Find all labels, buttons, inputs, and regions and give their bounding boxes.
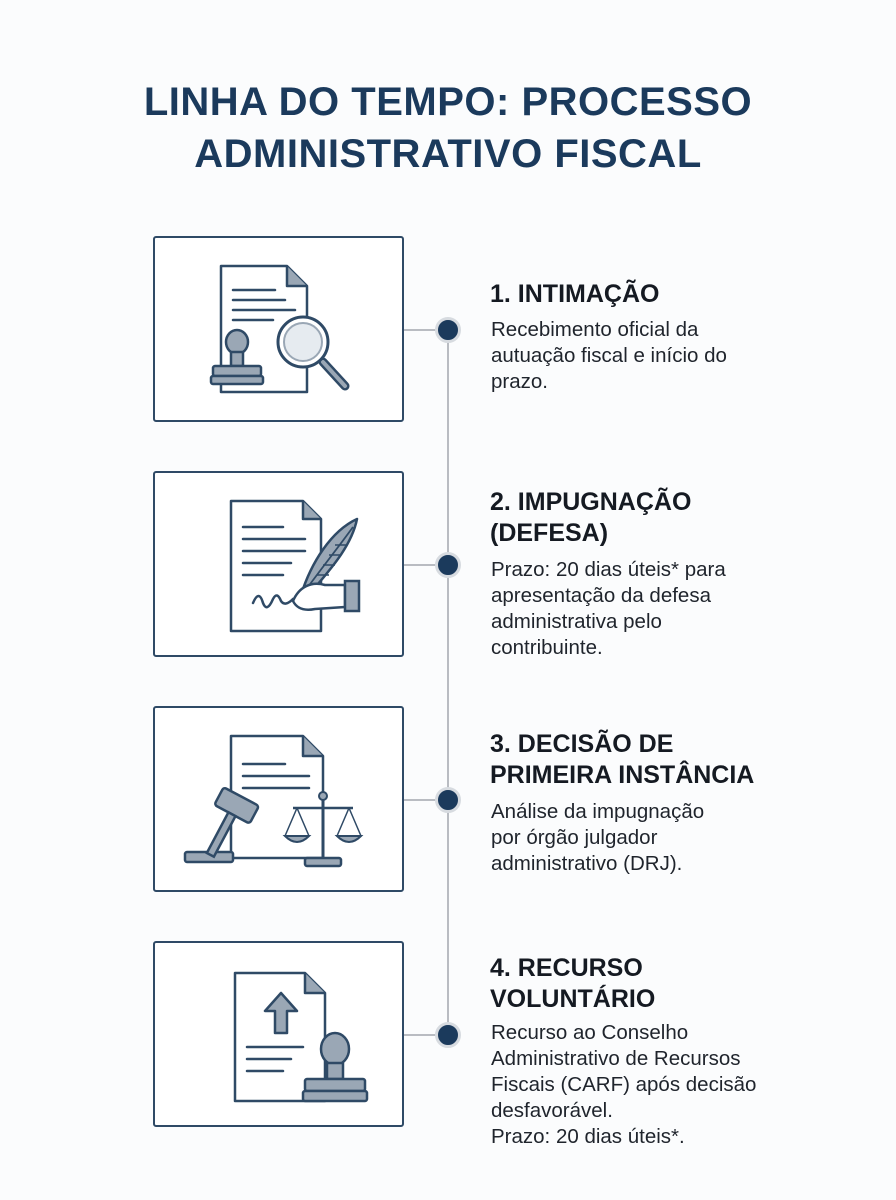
step-2-title: 2. IMPUGNAÇÃO (DEFESA) — [490, 487, 870, 549]
step-4-desc-line: Administrativo de Recursos — [491, 1047, 741, 1070]
timeline-line — [447, 330, 449, 1036]
document-upload-stamp-icon — [233, 971, 369, 1103]
step-1-desc-line: Recebimento oficial da — [491, 318, 699, 341]
step-4-connector — [404, 1034, 447, 1036]
step-2-title-line: 2. IMPUGNAÇÃO — [490, 488, 692, 516]
step-2-desc-line: administrativa pelo — [491, 610, 662, 633]
step-2-marker — [435, 552, 461, 578]
title-line-2: ADMINISTRATIVO FISCAL — [194, 132, 702, 176]
step-2-desc-line: Prazo: 20 dias úteis* para — [491, 558, 726, 581]
step-2-desc-line: contribuinte. — [491, 636, 603, 659]
step-3-desc-line: Análise da impugnação — [491, 800, 705, 823]
step-4-desc-line: Recurso ao Conselho — [491, 1021, 689, 1044]
step-3-connector — [404, 799, 447, 801]
document-gavel-scales-icon — [183, 734, 364, 868]
step-2-description: Prazo: 20 dias úteis* para apresentação … — [491, 557, 876, 661]
page-title: LINHA DO TEMPO: PROCESSO ADMINISTRATIVO … — [0, 76, 896, 180]
step-4-desc-line: Prazo: 20 dias úteis*. — [491, 1125, 685, 1148]
step-3-title-line: PRIMEIRA INSTÂNCIA — [490, 761, 755, 789]
step-3-card — [153, 706, 404, 892]
step-2-card — [153, 471, 404, 657]
step-1-connector — [404, 329, 447, 331]
step-3-title: 3. DECISÃO DE PRIMEIRA INSTÂNCIA — [490, 729, 870, 791]
document-magnifier-stamp-icon — [209, 264, 350, 394]
step-4-title-line: 4. RECURSO — [490, 954, 643, 982]
step-4-title: 4. RECURSO VOLUNTÁRIO — [490, 953, 870, 1015]
step-1-desc-line: autuação fiscal e início do — [491, 344, 727, 367]
step-4-marker — [435, 1022, 461, 1048]
step-2-title-line: (DEFESA) — [490, 519, 609, 547]
step-3-desc-line: administrativo (DRJ). — [491, 852, 683, 875]
step-1-marker — [435, 317, 461, 343]
step-1-card — [153, 236, 404, 422]
step-3-description: Análise da impugnação por órgão julgador… — [491, 799, 876, 877]
step-3-marker — [435, 787, 461, 813]
step-3-title-line: 3. DECISÃO DE — [490, 730, 674, 758]
step-4-description: Recurso ao Conselho Administrativo de Re… — [491, 1020, 876, 1150]
step-4-card — [153, 941, 404, 1127]
step-1-description: Recebimento oficial da autuação fiscal e… — [491, 317, 876, 395]
step-4-title-line: VOLUNTÁRIO — [490, 985, 656, 1013]
title-line-1: LINHA DO TEMPO: PROCESSO — [143, 80, 753, 124]
document-quill-signature-icon — [229, 499, 361, 633]
step-1-title: 1. INTIMAÇÃO — [490, 280, 660, 308]
step-4-desc-line: desfavorável. — [491, 1099, 613, 1122]
step-2-desc-line: apresentação da defesa — [491, 584, 711, 607]
step-1-desc-line: prazo. — [491, 370, 548, 393]
step-2-connector — [404, 564, 447, 566]
step-4-desc-line: Fiscais (CARF) após decisão — [491, 1073, 757, 1096]
step-3-desc-line: por órgão julgador — [491, 826, 658, 849]
